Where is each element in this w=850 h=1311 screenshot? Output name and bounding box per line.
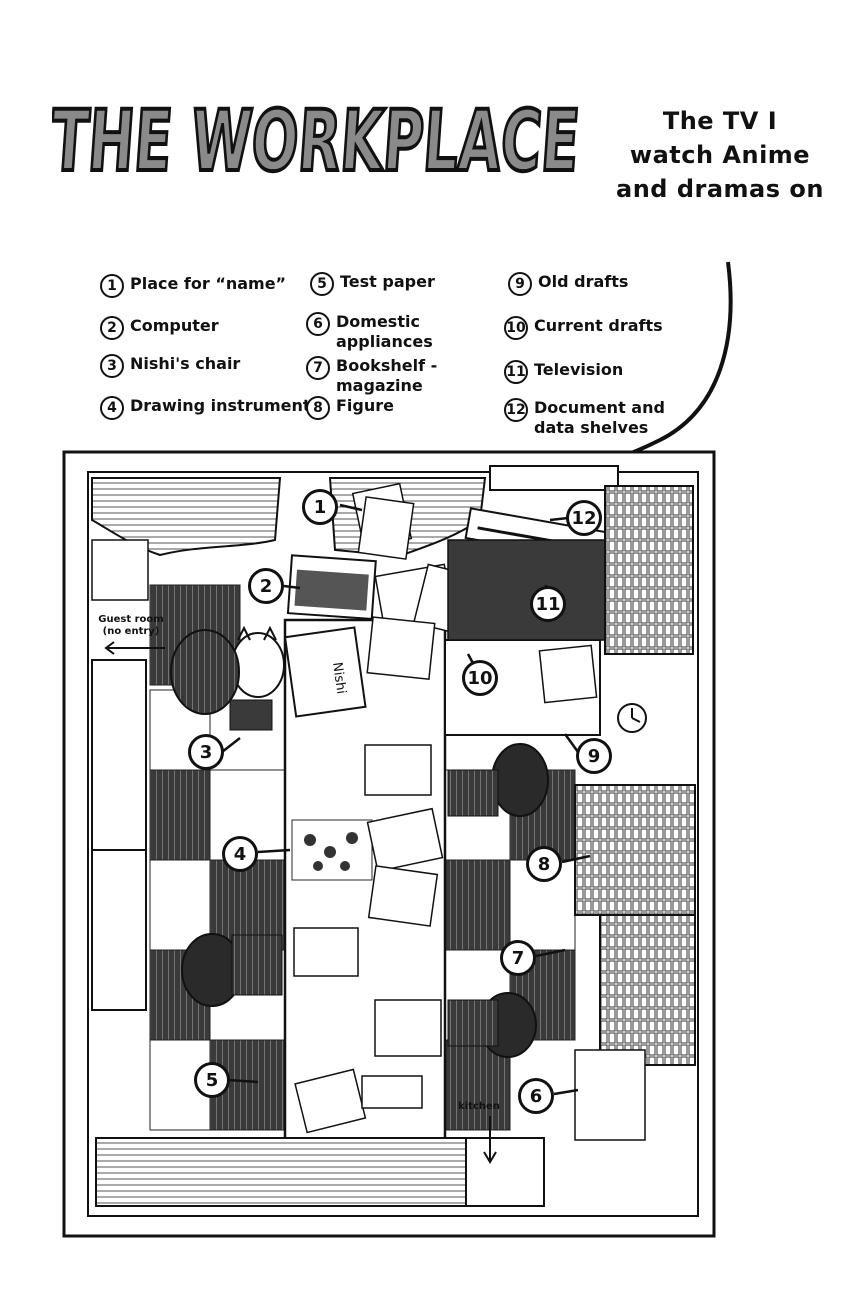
legend-number: 7 bbox=[306, 356, 330, 380]
assistant-chair bbox=[447, 992, 537, 1058]
legend-number: 10 bbox=[504, 316, 528, 340]
legend-item-3: 3 Nishi's chair bbox=[100, 354, 240, 378]
legend-number: 11 bbox=[504, 360, 528, 384]
tv-annotation-line: and dramas on bbox=[616, 175, 824, 203]
map-callout-10: 10 bbox=[462, 660, 498, 696]
legend-number: 2 bbox=[100, 316, 124, 340]
legend-item-4: 4 Drawing instruments bbox=[100, 396, 320, 420]
map-callout-2: 2 bbox=[248, 568, 284, 604]
legend-label: Document and bbox=[534, 398, 665, 417]
guest-room-label-line: Guest room bbox=[98, 614, 164, 625]
document-shelves bbox=[604, 485, 694, 655]
name-papers-stack bbox=[351, 482, 415, 560]
tv-cabinet bbox=[447, 539, 609, 641]
legend-label: Place for “name” bbox=[130, 274, 287, 293]
legend-label: Drawing instruments bbox=[130, 396, 321, 415]
map-callout-9: 9 bbox=[576, 738, 612, 774]
guest-room-label-line: (no entry) bbox=[102, 626, 160, 637]
legend-label: Domestic bbox=[336, 312, 420, 331]
cat-cushion bbox=[231, 625, 285, 698]
legend-item-10: 10 Current drafts bbox=[504, 316, 663, 340]
legend-label: Bookshelf - bbox=[336, 356, 438, 375]
legend-label: Computer bbox=[130, 316, 219, 335]
legend-label: magazine bbox=[336, 376, 423, 395]
map-callout-4: 4 bbox=[222, 836, 258, 872]
window-shelf bbox=[91, 539, 149, 601]
closet-door bbox=[91, 849, 147, 1011]
legend-label: appliances bbox=[336, 332, 433, 351]
wall-clock-icon bbox=[617, 703, 647, 733]
kitchen-doorway bbox=[465, 1137, 545, 1207]
kitchen-label: kitchen bbox=[458, 1101, 500, 1112]
drawing-instruments bbox=[291, 819, 373, 881]
legend-item-5: 5 Test paper bbox=[310, 272, 435, 296]
legend-label: data shelves bbox=[534, 418, 649, 437]
tv-annotation: The TV I watch Anime and dramas on bbox=[600, 104, 840, 206]
assistant-chair bbox=[447, 743, 549, 817]
assistant-chair bbox=[181, 933, 283, 1007]
entrance-step bbox=[95, 1137, 467, 1207]
legend-label: Test paper bbox=[340, 272, 435, 291]
legend-number: 12 bbox=[504, 398, 528, 422]
page-title: THE WORKPLACE bbox=[52, 90, 584, 190]
legend-number: 9 bbox=[508, 272, 532, 296]
legend-number: 4 bbox=[100, 396, 124, 420]
figure-shelf bbox=[574, 784, 696, 916]
tv-annotation-line: The TV I bbox=[662, 107, 778, 135]
map-callout-1: 1 bbox=[302, 489, 338, 525]
legend-label: Television bbox=[534, 360, 624, 379]
tv-annotation-line: watch Anime bbox=[629, 141, 811, 169]
notebook-title: Nishi bbox=[329, 661, 348, 695]
map-callout-6: 6 bbox=[518, 1078, 554, 1114]
map-callout-11: 11 bbox=[530, 586, 566, 622]
magazine-bookshelf bbox=[599, 914, 696, 1066]
closet-door bbox=[91, 659, 147, 851]
nishi-notebook: Nishi bbox=[283, 626, 367, 718]
map-callout-12: 12 bbox=[566, 500, 602, 536]
map-callout-3: 3 bbox=[188, 734, 224, 770]
air-conditioner bbox=[489, 465, 619, 491]
nishi-chair bbox=[170, 629, 273, 731]
legend-item-12: 12 Document and data shelves bbox=[504, 398, 665, 438]
legend-item-11: 11 Television bbox=[504, 360, 623, 384]
legend-item-7: 7 Bookshelf - magazine bbox=[306, 356, 437, 396]
legend-label: Old drafts bbox=[538, 272, 629, 291]
laptop-computer bbox=[286, 554, 377, 621]
legend-number: 3 bbox=[100, 354, 124, 378]
guest-room-label: Guest room (no entry) bbox=[98, 614, 164, 638]
map-callout-8: 8 bbox=[526, 846, 562, 882]
legend-item-2: 2 Computer bbox=[100, 316, 219, 340]
legend-label: Nishi's chair bbox=[130, 354, 241, 373]
legend-number: 8 bbox=[306, 396, 330, 420]
legend-item-6: 6 Domestic appliances bbox=[306, 312, 433, 352]
legend-item-8: 8 Figure bbox=[306, 396, 394, 420]
page-title-text: THE WORKPLACE bbox=[52, 92, 582, 190]
legend-label: Current drafts bbox=[534, 316, 663, 335]
appliances-area bbox=[574, 1049, 646, 1141]
legend-item-9: 9 Old drafts bbox=[508, 272, 628, 296]
window-curtain bbox=[91, 477, 282, 557]
map-callout-7: 7 bbox=[500, 940, 536, 976]
legend-number: 1 bbox=[100, 274, 124, 298]
legend-label: Figure bbox=[336, 396, 394, 415]
legend-number: 6 bbox=[306, 312, 330, 336]
map-callout-5: 5 bbox=[194, 1062, 230, 1098]
legend-number: 5 bbox=[310, 272, 334, 296]
legend-item-1: 1 Place for “name” bbox=[100, 274, 286, 298]
